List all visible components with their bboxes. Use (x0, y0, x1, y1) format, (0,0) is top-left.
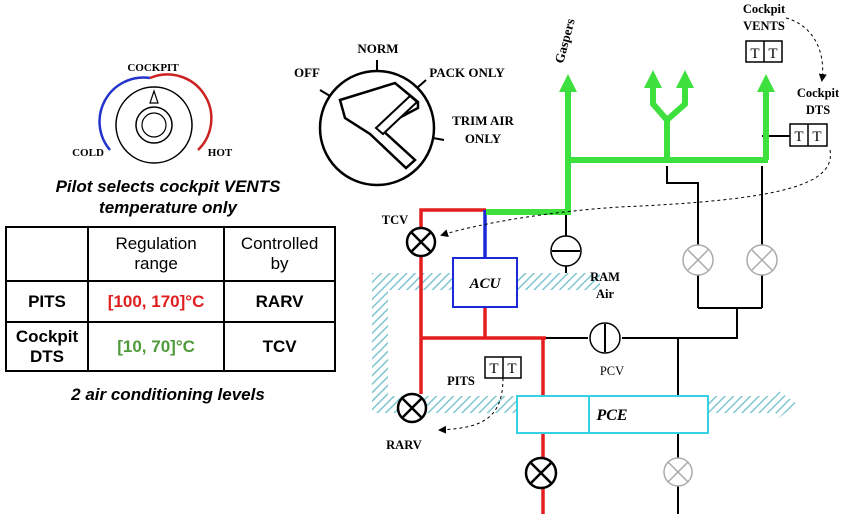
mode-norm-label: NORM (357, 41, 398, 56)
cabin-arrow-icon-1 (644, 70, 662, 88)
table-row-pits: PITS [100, 170]°C RARV (5, 280, 336, 323)
hot-air-lines (419, 208, 546, 514)
selector-hot-label: HOT (208, 147, 233, 159)
mode-trim-air-label-1: TRIM AIR (452, 113, 514, 128)
cabin-valve-icon-1 (682, 244, 714, 276)
svg-text:T: T (768, 46, 777, 62)
ram-air-valve-icon[interactable] (550, 235, 582, 267)
pilot-caption-line-2: temperature only (99, 198, 237, 217)
pce-label: PCE (595, 407, 627, 424)
pilot-caption: Pilot selects cockpit VENTS temperature … (5, 176, 331, 218)
cockpit-vent-arrow-icon (757, 74, 775, 92)
row-pits-label: PITS (5, 280, 89, 323)
ram-air-label-2: Air (596, 287, 615, 301)
cockpit-vents-label-2: VENTS (743, 19, 785, 33)
pce-unit[interactable] (516, 395, 709, 434)
cold-arc (98, 76, 151, 151)
row-pits-controller: RARV (223, 280, 336, 323)
gaspers-label: Gaspers (551, 17, 577, 65)
mode-rotary-switch[interactable] (318, 60, 445, 187)
row-dts-range: [10, 70]°C (86, 321, 226, 372)
vent-outlet-arrows (559, 70, 775, 92)
black-pipework (546, 135, 790, 514)
bottom-hot-valve-icon[interactable] (524, 456, 558, 490)
mode-off-label: OFF (294, 65, 320, 80)
cockpit-dts-sensor: T T (789, 123, 828, 147)
svg-text:T: T (750, 46, 759, 62)
mode-trim-air-label-2: ONLY (465, 131, 502, 146)
pcv-valve-icon[interactable] (589, 322, 621, 354)
selector-title: COCKPIT (127, 62, 179, 74)
bottom-cold-valve-icon (663, 457, 693, 487)
pcv-label: PCV (600, 364, 624, 378)
svg-text:T: T (812, 129, 821, 145)
cockpit-temperature-selector[interactable] (98, 73, 213, 164)
svg-text:T: T (507, 361, 516, 377)
acu-unit[interactable] (452, 257, 518, 308)
table-corner-cell (5, 226, 89, 282)
cockpit-vents-label-1: Cockpit (743, 2, 786, 16)
pits-sensor: T T (484, 356, 522, 379)
cabin-arrow-icon-2 (676, 70, 694, 88)
ram-air-duct (372, 273, 797, 420)
cockpit-dts-label-2: DTS (806, 103, 830, 117)
mode-pack-only-label: PACK ONLY (429, 65, 505, 80)
rarv-valve-icon[interactable] (396, 392, 428, 424)
cabin-valve-icon-2 (746, 244, 778, 276)
cockpit-dts-label-1: Cockpit (797, 86, 840, 100)
rarv-label: RARV (386, 438, 422, 452)
vent-distribution-lines (486, 86, 769, 215)
svg-text:T: T (489, 361, 498, 377)
tcv-valve-icon[interactable] (405, 226, 437, 258)
selector-cold-label: COLD (72, 147, 104, 159)
levels-caption: 2 air conditioning levels (71, 385, 265, 404)
ram-air-label-1: RAM (590, 270, 620, 284)
acu-label: ACU (469, 276, 502, 292)
pilot-caption-line-1: Pilot selects cockpit VENTS (55, 177, 281, 196)
tcv-label: TCV (382, 213, 408, 227)
gasper-arrow-icon (559, 74, 577, 92)
hot-arc (149, 73, 213, 151)
pits-label: PITS (447, 374, 475, 388)
svg-text:T: T (794, 129, 803, 145)
cockpit-vents-sensor: T T (745, 40, 783, 63)
row-dts-controller: TCV (223, 321, 336, 372)
row-pits-range: [100, 170]°C (86, 280, 226, 323)
selector-pointer-icon (149, 89, 159, 104)
control-signal-arrows (438, 17, 831, 434)
ram-exhaust-arrow-icon (776, 389, 797, 420)
